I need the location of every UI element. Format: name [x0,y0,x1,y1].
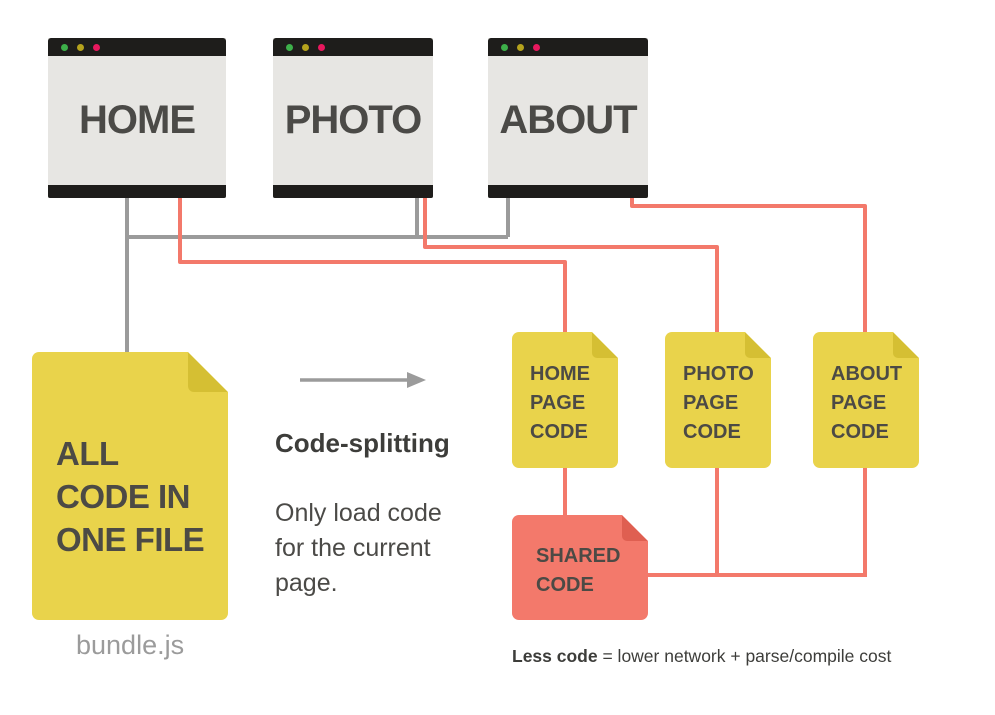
file-label-line: ALL [56,435,119,472]
file-label-line: ONE FILE [56,521,205,558]
window-footerbar [273,185,433,198]
window-title-photo: PHOTO [284,98,423,142]
window-dot-green-icon [501,43,508,51]
window-title-home: HOME [79,98,196,142]
footnote-bold: Less code [512,646,598,666]
window-titlebar [273,38,433,56]
home-page-code-file-icon: HOME PAGE CODE [512,332,618,468]
window-dot-yellow-icon [302,43,309,51]
window-titlebar [48,38,226,56]
file-label-line: CODE [530,421,588,443]
browser-window-about: ABOUT [488,38,648,198]
file-label-line: PHOTO [683,363,754,385]
annotation-title: Code-splitting [275,428,450,458]
photo-page-code-label: PHOTO PAGE CODE [665,332,771,447]
shared-code-file-icon: SHARED CODE [512,515,648,620]
file-label-line: HOME [530,363,590,385]
window-footerbar [488,185,648,198]
red-line-home-to-homecode [178,198,567,336]
window-dot-green-icon [61,43,68,51]
window-dot-pink-icon [93,43,100,51]
browser-window-home: HOME [48,38,226,198]
window-footerbar [48,185,226,198]
about-page-code-file-icon: ABOUT PAGE CODE [813,332,919,468]
file-label-line: SHARED [536,545,621,567]
about-page-code-label: ABOUT PAGE CODE [813,332,919,447]
gray-connectors [125,198,510,356]
window-title-about: ABOUT [499,98,637,142]
shared-code-label: SHARED CODE [512,515,648,600]
window-dot-yellow-icon [77,43,84,51]
file-label-line: PAGE [683,392,739,414]
file-label-line: CODE [683,421,741,443]
file-label-line: CODE [536,574,594,596]
footnote: Less code = lower network + parse/compil… [512,646,891,667]
browser-window-photo: PHOTO [273,38,433,198]
arrow-head [407,372,426,388]
footnote-rest: = lower network + parse/compile cost [597,646,892,666]
file-label-line: PAGE [530,392,586,414]
file-label-line: PAGE [831,392,887,414]
photo-page-code-file-icon: PHOTO PAGE CODE [665,332,771,468]
red-line-photo-to-photocode [423,198,719,336]
window-titlebar [488,38,648,56]
home-page-code-label: HOME PAGE CODE [512,332,618,447]
window-dot-yellow-icon [517,43,524,51]
annotation-body: Only load code for the current page. [275,499,442,597]
arrow-icon [300,372,426,388]
file-label-line: CODE [831,421,889,443]
bundle-caption: bundle.js [76,630,185,660]
red-line-about-to-aboutcode [630,198,867,336]
window-dot-pink-icon [318,43,325,51]
bundle-file-label: ALL CODE IN ONE FILE [32,352,228,561]
bundle-file-icon: ALL CODE IN ONE FILE [32,352,228,620]
file-label-line: CODE IN [56,478,191,515]
window-dot-green-icon [286,43,293,51]
window-dot-pink-icon [533,43,540,51]
file-label-line: ABOUT [831,363,903,385]
